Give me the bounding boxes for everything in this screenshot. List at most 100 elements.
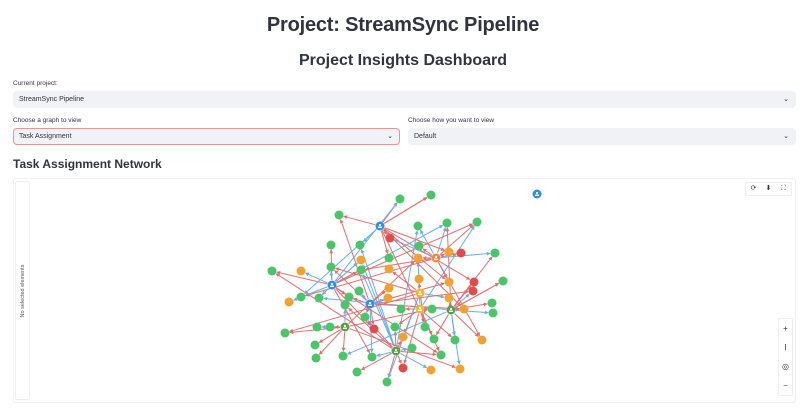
task-node[interactable] (384, 264, 394, 274)
task-node[interactable] (344, 292, 354, 302)
task-node[interactable] (427, 304, 437, 314)
task-node[interactable] (312, 322, 322, 332)
task-node[interactable] (477, 335, 487, 345)
task-node[interactable] (383, 293, 393, 303)
task-node[interactable] (444, 293, 454, 303)
task-node[interactable] (444, 277, 454, 287)
task-node[interactable] (382, 377, 392, 387)
task-node[interactable] (414, 241, 424, 251)
task-node[interactable] (413, 253, 423, 263)
task-node[interactable] (325, 322, 335, 332)
user-icon (418, 290, 422, 294)
fullscreen-icon[interactable]: ⛶ (781, 185, 786, 192)
task-node[interactable] (340, 300, 350, 310)
center-icon[interactable]: ◎ (782, 361, 789, 371)
task-node[interactable] (384, 283, 394, 293)
task-node[interactable] (296, 266, 306, 276)
task-node[interactable] (472, 217, 482, 227)
task-node[interactable] (390, 322, 400, 332)
task-node[interactable] (280, 328, 290, 338)
task-node[interactable] (369, 324, 379, 334)
task-node[interactable] (450, 335, 460, 345)
task-node[interactable] (311, 353, 321, 363)
task-node[interactable] (420, 322, 430, 332)
view-select-value: Default (414, 133, 437, 140)
network-nodes (267, 189, 542, 387)
fit-view-icon[interactable]: Ι (784, 342, 787, 352)
page-subtitle: Project Insights Dashboard (298, 52, 508, 69)
task-node[interactable] (352, 367, 362, 377)
task-node[interactable] (395, 194, 405, 204)
task-node[interactable] (469, 277, 479, 287)
task-node[interactable] (396, 304, 406, 314)
user-node[interactable] (327, 280, 337, 290)
task-node[interactable] (455, 364, 465, 374)
task-node[interactable] (444, 247, 454, 257)
project-label: Current project: (13, 80, 58, 87)
task-node[interactable] (384, 253, 394, 263)
chevron-down-icon: ⌄ (783, 133, 789, 140)
section-title: Task Assignment Network (13, 157, 162, 171)
task-node[interactable] (488, 308, 498, 318)
task-node[interactable] (429, 334, 439, 344)
task-node[interactable] (426, 190, 436, 200)
task-node[interactable] (326, 262, 336, 272)
task-node[interactable] (367, 352, 377, 362)
project-select[interactable]: StreamSync Pipeline ⌄ (13, 91, 796, 108)
task-node[interactable] (414, 274, 424, 284)
user-node[interactable] (446, 305, 456, 315)
graph-label: Choose a graph to view (13, 117, 82, 124)
task-node[interactable] (267, 266, 277, 276)
task-node[interactable] (284, 297, 294, 307)
task-node[interactable] (296, 292, 306, 302)
download-icon[interactable]: ⬇ (765, 185, 772, 192)
task-node[interactable] (459, 304, 469, 314)
zoom-in-icon[interactable]: + (783, 323, 788, 333)
user-node[interactable] (365, 299, 375, 309)
task-node[interactable] (356, 255, 366, 265)
task-node[interactable] (490, 248, 500, 258)
task-node[interactable] (436, 350, 446, 360)
task-node[interactable] (468, 286, 478, 296)
task-node[interactable] (498, 276, 508, 286)
user-node[interactable] (431, 253, 441, 263)
task-node[interactable] (326, 240, 336, 250)
task-node[interactable] (487, 298, 497, 308)
task-node[interactable] (398, 332, 408, 342)
user-icon (418, 306, 422, 310)
task-node[interactable] (355, 240, 365, 250)
user-icon (535, 191, 539, 195)
no-selection-text: No selected elements (19, 264, 26, 317)
task-node[interactable] (426, 365, 436, 375)
task-node[interactable] (442, 218, 452, 228)
task-node[interactable] (456, 248, 466, 258)
refresh-icon[interactable]: ⟳ (750, 185, 757, 192)
task-node[interactable] (385, 233, 395, 243)
task-node[interactable] (338, 351, 348, 361)
user-node[interactable] (415, 288, 425, 298)
task-node[interactable] (398, 363, 408, 373)
chevron-down-icon: ⌄ (387, 133, 393, 140)
task-node[interactable] (310, 340, 320, 350)
user-icon (434, 255, 438, 259)
view-select[interactable]: Default ⌄ (408, 128, 796, 145)
user-node[interactable] (391, 346, 401, 356)
graph-select[interactable]: Task Assignment ⌄ (13, 128, 400, 145)
user-node[interactable] (340, 322, 350, 332)
user-icon (449, 307, 453, 311)
zoom-out-icon[interactable]: − (783, 380, 788, 390)
task-node[interactable] (334, 210, 344, 220)
task-node[interactable] (354, 286, 364, 296)
task-node[interactable] (413, 221, 423, 231)
task-node[interactable] (360, 312, 370, 322)
user-node[interactable] (375, 221, 385, 231)
user-node[interactable] (532, 189, 542, 199)
task-node[interactable] (407, 343, 417, 353)
task-node[interactable] (314, 293, 324, 303)
zoom-controls: + Ι ◎ − (778, 318, 793, 396)
task-node[interactable] (356, 265, 366, 275)
chevron-down-icon: ⌄ (783, 96, 789, 103)
user-node[interactable] (415, 304, 425, 314)
user-icon (368, 301, 372, 305)
